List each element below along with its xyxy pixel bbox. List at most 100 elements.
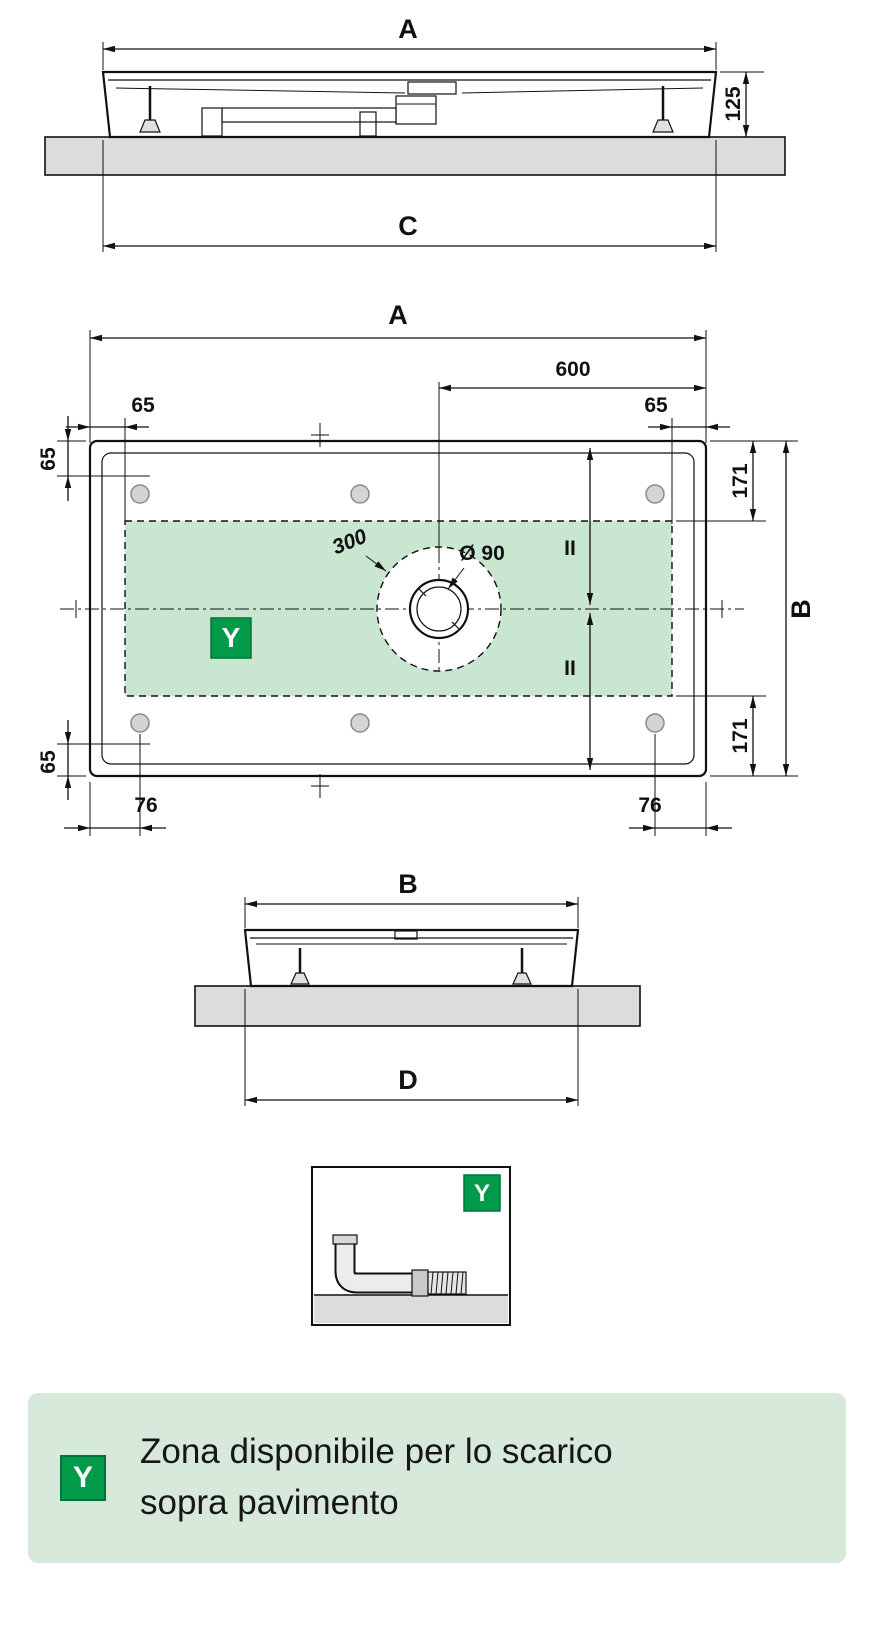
dim-label-c: C bbox=[398, 211, 418, 241]
dimension-76-bottom-left: 76 bbox=[64, 734, 166, 836]
drain-diameter-callout: Ø 90 bbox=[447, 542, 505, 590]
dimension-c-bottom: C bbox=[102, 140, 717, 252]
dimension-65-left-bottom: 65 bbox=[37, 720, 150, 800]
dimension-b-top: B bbox=[244, 869, 579, 928]
corrugated-hose bbox=[427, 1271, 467, 1295]
legend: Y Zona disponibile per lo scarico sopra … bbox=[28, 1393, 846, 1563]
hose-ridge bbox=[435, 1271, 439, 1295]
tray-cross-section bbox=[101, 70, 718, 139]
drain-detail-view: Y bbox=[311, 1166, 511, 1326]
adjustable-foot-right bbox=[512, 948, 532, 985]
drain-trap bbox=[395, 95, 437, 125]
y-badge-box: Y bbox=[60, 1454, 106, 1501]
legend-text-line1: Zona disponibile per lo scarico bbox=[140, 1432, 613, 1471]
foot-circle bbox=[350, 713, 370, 733]
dimension-171-bottom-right: 171 bbox=[676, 695, 766, 776]
dim-label-b: B bbox=[786, 599, 816, 619]
foot-base bbox=[512, 972, 532, 985]
dim-label-a: A bbox=[388, 300, 408, 330]
dim-label-171: 171 bbox=[729, 718, 752, 753]
dim-label-125: 125 bbox=[722, 86, 745, 121]
dimension-76-bottom-right: 76 bbox=[629, 734, 732, 836]
dim-label-diameter-90: Ø 90 bbox=[459, 542, 505, 565]
dim-label-a: A bbox=[398, 14, 418, 44]
dimension-65-top-left: 65 bbox=[66, 394, 155, 524]
dim-label-65: 65 bbox=[131, 394, 155, 417]
dim-label-76: 76 bbox=[638, 794, 661, 817]
dimension-171-top-right: 171 bbox=[676, 441, 766, 522]
dimension-a-top: A bbox=[102, 14, 717, 70]
legend-text: Zona disponibile per lo scarico sopra pa… bbox=[140, 1427, 613, 1529]
dim-label-b: B bbox=[398, 869, 418, 899]
zone-badge: Y bbox=[463, 1174, 501, 1212]
dim-label-65: 65 bbox=[37, 750, 60, 774]
dim-label-65: 65 bbox=[644, 394, 668, 417]
dimension-65-left-top: 65 bbox=[37, 416, 150, 501]
floor-section bbox=[44, 136, 786, 176]
tray-bottom-slope-left bbox=[115, 87, 406, 94]
hose-ridge bbox=[455, 1271, 459, 1295]
side-elevation-view: B D bbox=[194, 869, 641, 1106]
dim-label-65: 65 bbox=[37, 447, 60, 471]
foot-mount-circles bbox=[130, 484, 665, 733]
floor bbox=[44, 136, 786, 176]
foot-circle bbox=[130, 484, 150, 504]
drain-cover bbox=[407, 81, 457, 95]
y-badge-label: Y bbox=[72, 1460, 93, 1494]
adjustable-foot-left bbox=[139, 86, 161, 133]
foot-circle bbox=[350, 484, 370, 504]
equal-mark-label: II bbox=[564, 657, 576, 680]
y-badge-label: Y bbox=[474, 1180, 490, 1207]
drain-assembly bbox=[60, 382, 744, 672]
hose-ridge bbox=[450, 1271, 454, 1295]
drain-pipe-assembly bbox=[332, 1234, 467, 1297]
floor bbox=[314, 1295, 508, 1323]
hose-ridge bbox=[445, 1271, 449, 1295]
coupling-nut bbox=[411, 1269, 429, 1297]
pipe-body bbox=[336, 1243, 414, 1292]
foot-circle bbox=[645, 484, 665, 504]
centerline-ticks bbox=[75, 423, 723, 798]
front-elevation-view: A 125 C bbox=[44, 14, 786, 252]
zone-badge: Y bbox=[210, 617, 252, 659]
dim-label-171: 171 bbox=[729, 463, 752, 498]
tray-cross-section bbox=[243, 928, 580, 988]
equal-segments-marks: II II bbox=[564, 448, 594, 770]
adjustable-foot-left bbox=[290, 948, 310, 985]
drain-notch bbox=[451, 621, 461, 631]
y-badge-box bbox=[210, 617, 252, 659]
foot-base bbox=[290, 972, 310, 985]
hose-ridge bbox=[430, 1271, 434, 1295]
dimension-600: 600 bbox=[439, 358, 706, 392]
dimension-125-height: 125 bbox=[714, 71, 764, 138]
hose-ridge bbox=[440, 1271, 444, 1295]
foot-base bbox=[652, 119, 674, 133]
y-badge-box bbox=[463, 1174, 501, 1212]
leader-line bbox=[365, 555, 387, 572]
foot-circle bbox=[130, 713, 150, 733]
dimension-a-top: A bbox=[89, 300, 707, 443]
y-badge-label: Y bbox=[222, 622, 241, 653]
foot-circle bbox=[645, 713, 665, 733]
drain-pipe bbox=[221, 107, 397, 123]
pipe-elbow bbox=[201, 107, 223, 137]
dim-label-600: 600 bbox=[555, 358, 590, 381]
center-support bbox=[359, 111, 377, 137]
drain-section-mark bbox=[394, 930, 418, 940]
adjustable-foot-right bbox=[652, 86, 674, 133]
leader-line bbox=[447, 567, 465, 590]
dimension-65-top-right: 65 bbox=[644, 394, 730, 524]
dim-label-d: D bbox=[398, 1065, 418, 1095]
drain-inner-ring bbox=[416, 586, 462, 632]
dimension-b-right: B bbox=[710, 440, 816, 777]
drain-notch bbox=[417, 587, 427, 597]
foot-base bbox=[139, 119, 161, 133]
dimension-d-bottom: D bbox=[244, 989, 579, 1106]
dim-label-76: 76 bbox=[134, 794, 157, 817]
hose-ridge bbox=[460, 1271, 464, 1295]
floor bbox=[194, 985, 641, 1027]
plan-view: A 600 65 65 65 65 171 bbox=[37, 300, 816, 836]
equal-mark-label: II bbox=[564, 537, 576, 560]
pipe-flange bbox=[332, 1234, 358, 1245]
legend-text-line2: sopra pavimento bbox=[140, 1482, 399, 1522]
